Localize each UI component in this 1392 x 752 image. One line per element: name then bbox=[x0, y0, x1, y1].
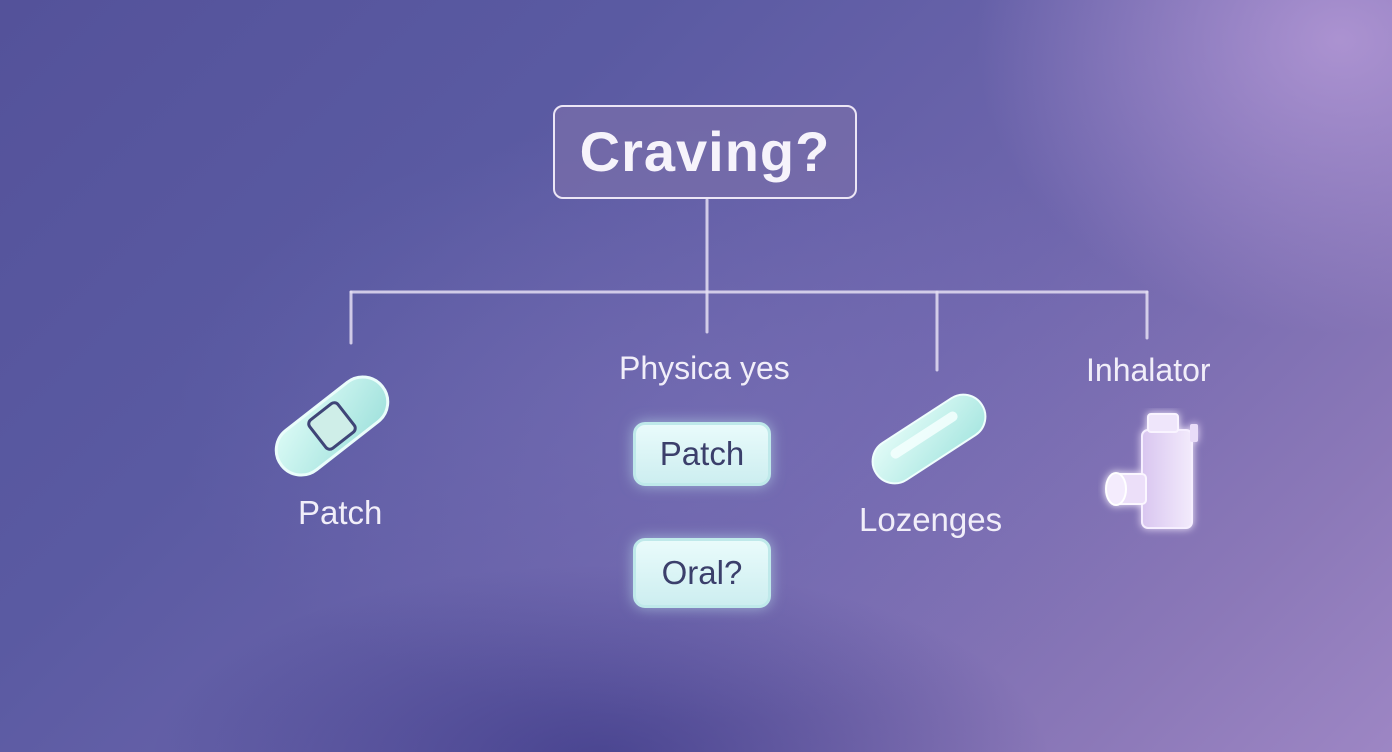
physical-label: Physica yes bbox=[619, 350, 790, 386]
lozenges-label: Lozenges bbox=[859, 501, 1003, 538]
bandage-patch-icon bbox=[274, 375, 390, 477]
oral-option-button: Oral? bbox=[633, 538, 771, 608]
lozenge-icon bbox=[871, 393, 987, 485]
patch-label: Patch bbox=[298, 494, 383, 531]
patch-option-button: Patch bbox=[633, 422, 771, 486]
inhaler-icon bbox=[1105, 413, 1198, 529]
root-node-craving: Craving? bbox=[553, 105, 857, 199]
inhalator-label: Inhalator bbox=[1086, 352, 1211, 388]
